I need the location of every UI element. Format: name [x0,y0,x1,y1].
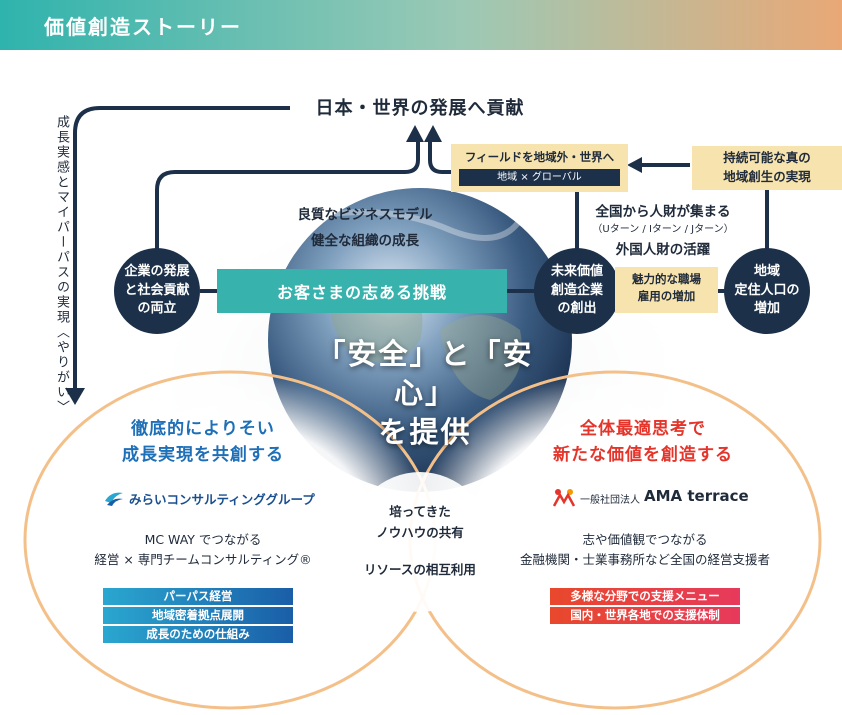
customer-challenge-bar: お客さまの志ある挑戦 [217,269,507,313]
mirai-logo-icon [105,492,123,506]
circle-business-society: 企業の発展 と社会貢献 の両立 [114,248,200,334]
main-message-line1: 「安全」と「安心」 [316,337,534,411]
globe-cloud [299,209,523,241]
left-heading-line2: 成長実現を共創する [122,445,284,466]
sustainable-regional-box: 持続可能な真の 地域創生の実現 [692,146,842,190]
right-heading-line1: 全体最適思考で [580,419,706,439]
list-item: 成長のための仕組み [103,626,293,643]
ama-logo-name: AMA terrace [644,487,749,505]
left-arrow-head [65,388,85,405]
ama-logo: 一般社団法人 AMA terrace [552,487,762,509]
talent-gather-text: 全国から人財が集まる [595,204,731,220]
center-line1: 培ってきた [389,504,451,519]
right-heading-line2: 新たな価値を創造する [553,445,733,466]
attractive-workplace-box: 魅力的な職場 雇用の増加 [615,267,718,313]
list-item: 地域密着拠点展開 [103,607,293,624]
main-message: 「安全」と「安心」 を提供 [295,335,555,452]
globe-continent [440,315,522,400]
list-item: パーパス経営 [103,588,293,605]
right-desc-line2: 金融機関・士業事務所など全国の経営支援者 [519,552,770,567]
left-heading: 徹底的によりそい 成長実現を共創する [88,416,318,469]
center-disc [350,472,490,612]
ama-logo-prefix: 一般社団法人 [580,495,640,506]
left-description: MC WAY でつながる 経営 × 専門チームコンサルティング® [78,530,328,570]
center-knowledge: 培ってきた ノウハウの共有 [352,502,488,543]
main-message-line2: を提供 [378,415,472,450]
up-arrow-head [406,125,424,142]
mirai-logo: みらいコンサルティンググループ [103,487,315,509]
left-desc-line1: MC WAY でつながる [144,532,262,547]
center-line3: リソースの相互利用 [364,562,476,577]
right-desc-line1: 志や価値観でつながる [582,532,708,547]
foreign-talent-text: 外国人財の活躍 [615,242,711,258]
mirai-logo-text: みらいコンサルティンググループ [129,492,315,507]
circle-regional-population: 地域 定住人口の 増加 [724,248,810,334]
list-item: 多様な分野での支援メニュー [550,588,740,605]
left-vertical-label: 成長実感とマイパーパスの実現〈やりがい〉 [54,115,69,415]
turns-text: （Uターン / Iターン / Jターン） [592,224,734,235]
left-return-arrow [73,106,290,395]
field-box: フィールドを地域外・世界へ 地域 × グローバル [451,144,628,192]
right-description: 志や価値観でつながる 金融機関・士業事務所など全国の経営支援者 [515,530,775,570]
left-heading-line1: 徹底的によりそい [131,419,275,439]
right-feature-list: 多様な分野での支援メニュー 国内・世界各地での支援体制 [550,588,740,626]
circle-future-value: 未来価値 創造企業 の創出 [534,248,620,334]
left-feature-list: パーパス経営 地域密着拠点展開 成長のための仕組み [103,588,293,645]
right-heading: 全体最適思考で 新たな価値を創造する [523,416,763,469]
up-arrow-head [424,125,442,142]
organization-text: 健全な組織の成長 [311,233,419,249]
arrow-head [627,157,642,173]
field-title: フィールドを地域外・世界へ [464,150,615,164]
left-desc-line2: 経営 × 専門チームコンサルティング® [94,552,312,567]
ama-logo-icon [552,489,576,507]
business-model-text: 良質なビジネスモデル [297,207,433,223]
header-bar [0,0,842,50]
center-line2: ノウハウの共有 [376,524,464,540]
field-subtitle: 地域 × グローバル [459,169,620,186]
left-up-arrow [155,140,420,262]
page-title: 価値創造ストーリー [44,15,242,39]
goal-title: 日本・世界の発展へ貢献 [315,98,525,119]
list-item: 国内・世界各地での支援体制 [550,607,740,624]
